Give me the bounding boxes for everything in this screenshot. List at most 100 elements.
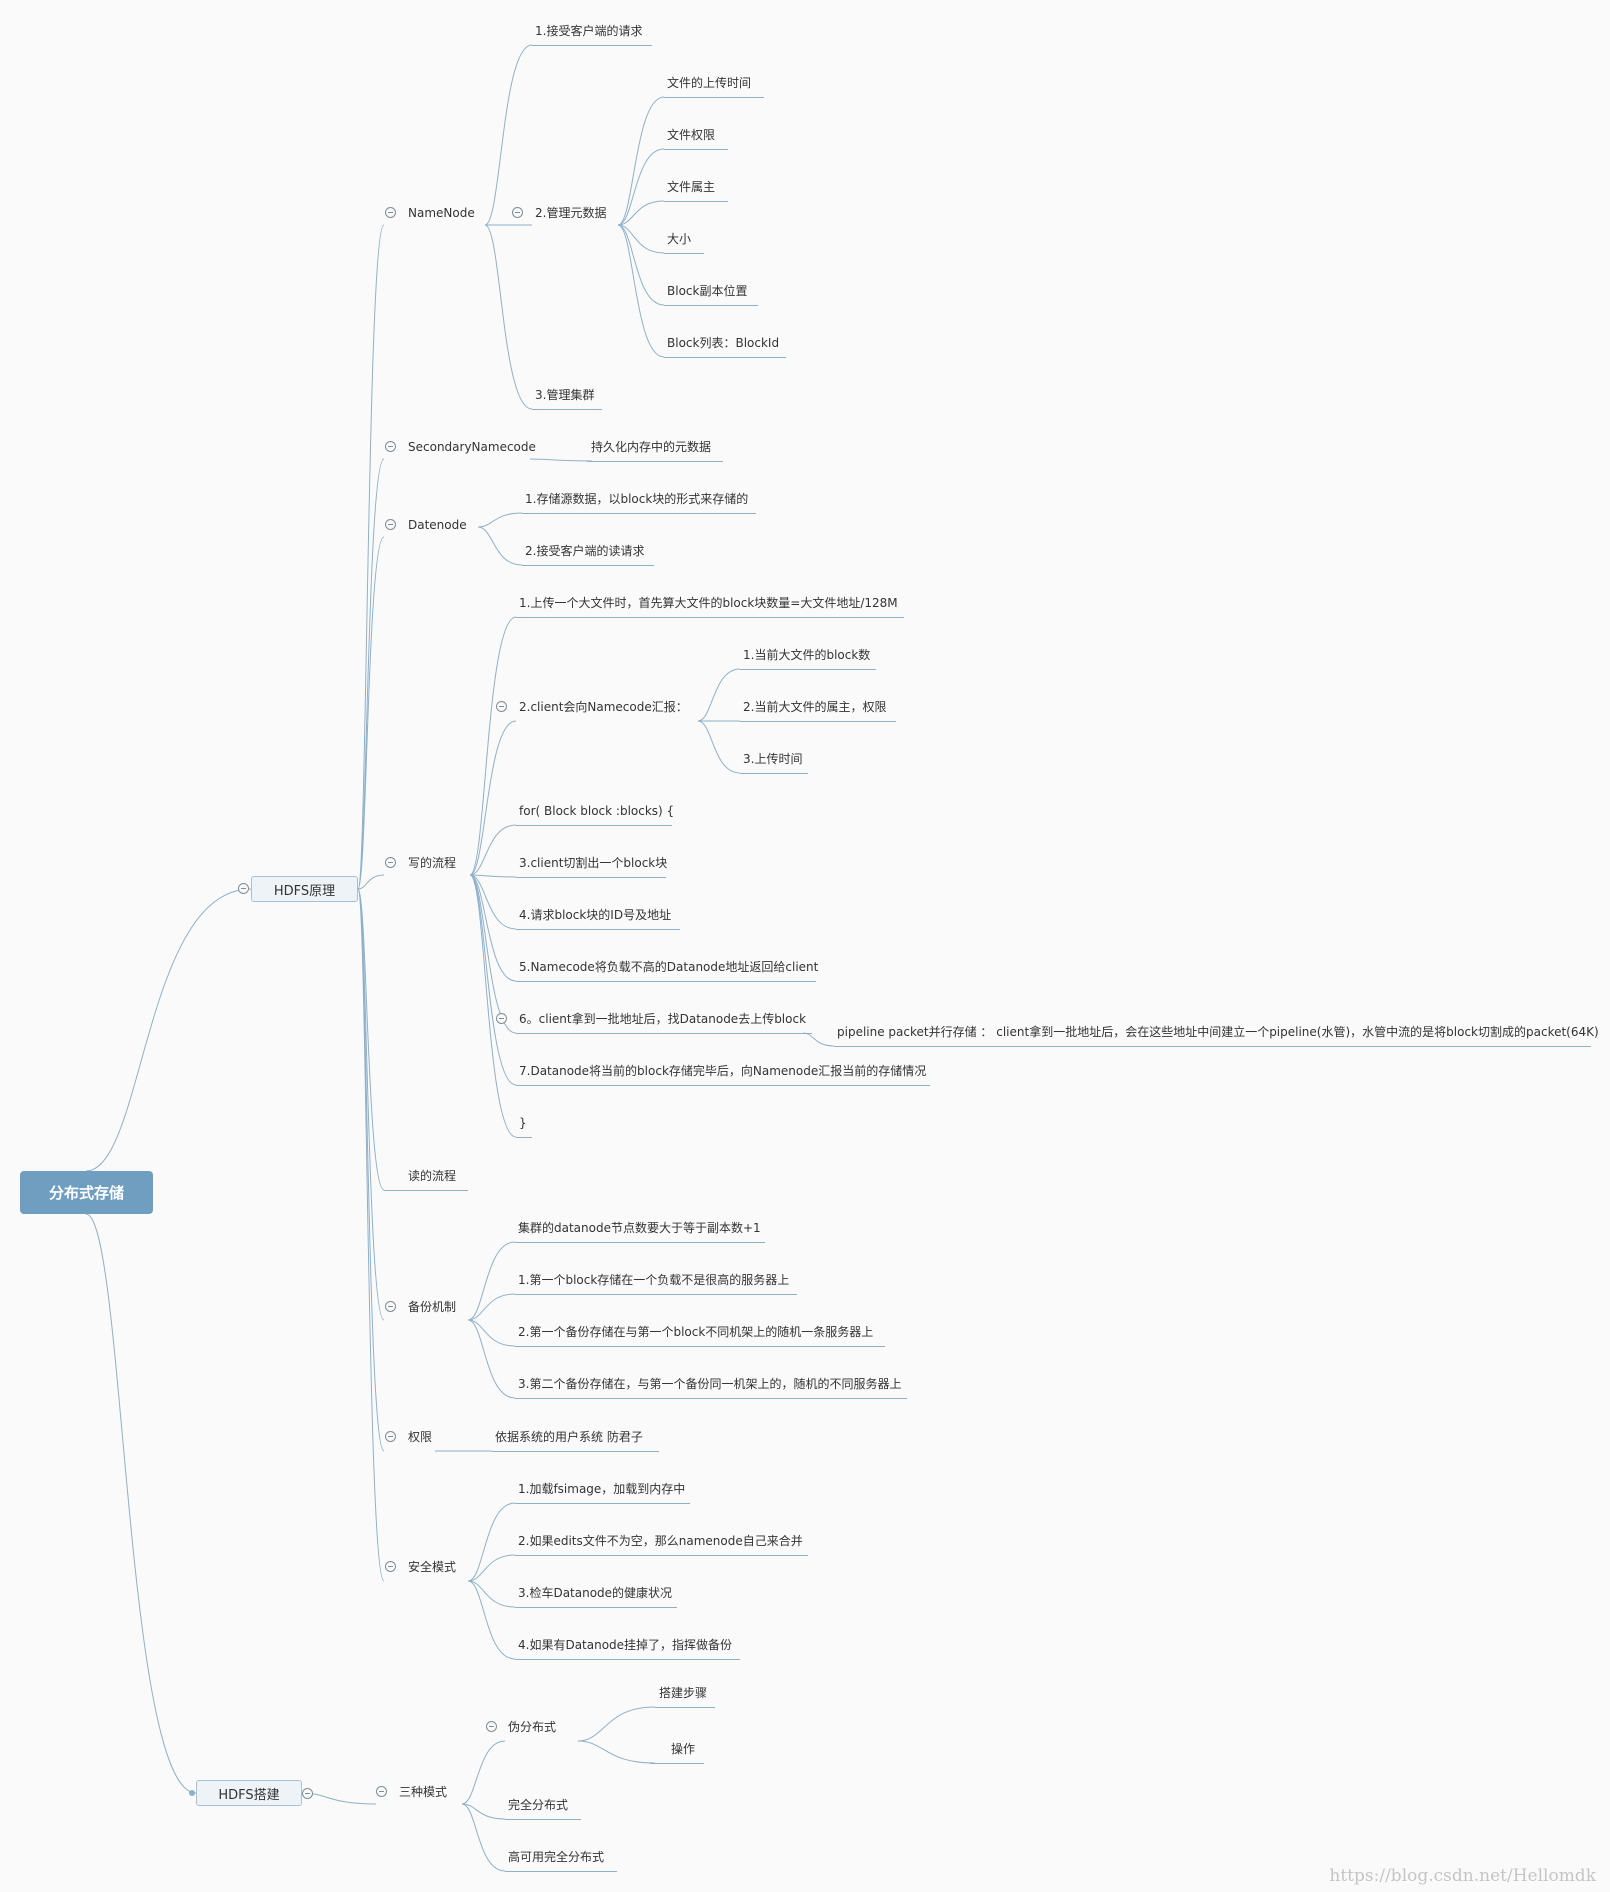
underline [516,825,672,826]
node-write-step[interactable]: for( Block block :blocks) { [519,804,675,818]
node-write-step[interactable]: } [519,1116,527,1130]
node-full-distributed[interactable]: 完全分布式 [508,1798,569,1812]
node-pseudo-item[interactable]: 搭建步骤 [659,1686,708,1700]
underline [532,409,602,410]
collapse-toggle-icon[interactable] [486,1721,497,1732]
collapse-toggle-icon[interactable] [385,1561,396,1572]
connector-line [529,458,593,462]
underline [384,1190,468,1191]
underline [516,929,680,930]
watermark: https://blog.csdn.net/Hellomdk [1329,1866,1596,1886]
node-safe-item[interactable]: 3.检车Datanode的健康状况 [518,1586,673,1600]
collapse-toggle-icon[interactable] [238,883,249,894]
node-secondary-child[interactable]: 持久化内存中的元数据 [591,440,712,454]
node-write-report-item[interactable]: 3.上传时间 [743,752,803,766]
node-write-step[interactable]: 4.请求block块的ID号及地址 [519,908,672,922]
node-write-step[interactable]: 2.client会向Namecode汇报： [519,700,688,714]
node-three-modes[interactable]: 三种模式 [399,1785,448,1799]
collapse-toggle-icon[interactable] [385,207,396,218]
connector-line [469,874,517,1034]
node-backup-item[interactable]: 3.第二个备份存储在，与第一个备份同一机架上的，随机的不同服务器上 [518,1377,902,1391]
node-safe-mode[interactable]: 安全模式 [408,1560,457,1574]
collapse-toggle-icon[interactable] [385,519,396,530]
node-pseudo-distributed[interactable]: 伪分布式 [508,1720,557,1734]
node-hdfs-build[interactable]: HDFS搭建 [196,1780,302,1806]
underline [834,1046,1591,1047]
node-ha-distributed[interactable]: 高可用完全分布式 [508,1850,605,1864]
node-write-flow[interactable]: 写的流程 [408,856,457,870]
underline [522,565,654,566]
node-meta-item[interactable]: Block副本位置 [667,284,748,298]
node-permission-child[interactable]: 依据系统的用户系统 防君子 [495,1430,643,1444]
connector-line [802,1032,835,1047]
connector-line [357,536,385,890]
connector-line [85,888,252,1172]
node-datenode[interactable]: Datenode [408,518,467,532]
collapse-toggle-icon[interactable] [496,701,507,712]
connector-line [484,44,533,226]
collapse-toggle-icon[interactable] [385,857,396,868]
node-write-step[interactable]: 3.client切割出一个block块 [519,856,668,870]
connector-line [477,526,523,566]
connector-line [577,1740,656,1764]
connector-line [357,224,385,890]
node-datanode-item[interactable]: 1.存储源数据，以block块的形式来存储的 [525,492,749,506]
node-meta-item[interactable]: 文件的上传时间 [667,76,752,90]
node-permission[interactable]: 权限 [408,1430,433,1444]
node-safe-item[interactable]: 1.加载fsimage，加载到内存中 [518,1482,686,1496]
node-read-flow[interactable]: 读的流程 [408,1169,457,1183]
connector-line [357,888,385,1191]
connector-line [85,1213,197,1794]
node-secondary-namecode[interactable]: SecondaryNamecode [408,440,536,454]
node-safe-item[interactable]: 2.如果edits文件不为空，那么namenode自己来合并 [518,1534,803,1548]
node-datanode-item[interactable]: 2.接受客户端的读请求 [525,544,645,558]
underline [664,149,728,150]
node-namenode-receive[interactable]: 1.接受客户端的请求 [535,24,643,38]
connector-dot [189,1790,195,1796]
node-namenode-meta[interactable]: 2.管理元数据 [535,206,607,220]
collapse-toggle-icon[interactable] [376,1786,387,1797]
underline [740,773,808,774]
node-safe-item[interactable]: 4.如果有Datanode挂掉了，指挥做备份 [518,1638,733,1652]
underline [515,1398,907,1399]
node-backup[interactable]: 备份机制 [408,1300,457,1314]
node-backup-item[interactable]: 1.第一个block存储在一个负载不是很高的服务器上 [518,1273,790,1287]
node-backup-item[interactable]: 集群的datanode节点数要大于等于副本数+1 [518,1221,761,1235]
node-write-step[interactable]: 6。client拿到一批地址后，找Datanode去上传block [519,1012,807,1026]
underline [492,1451,659,1452]
node-backup-item[interactable]: 2.第一个备份存储在与第一个block不同机架上的随机一条服务器上 [518,1325,874,1339]
connector-line [301,1792,377,1805]
underline [505,1871,617,1872]
connector-line [467,1241,516,1321]
node-write-report-item[interactable]: 1.当前大文件的block数 [743,648,871,662]
node-write-pipeline[interactable]: pipeline packet并行存储 ： client拿到一批地址后，会在这些… [837,1025,1599,1039]
node-hdfs-principle[interactable]: HDFS原理 [251,876,358,902]
node-write-step[interactable]: 7.Datanode将当前的block存储完毕后，向Namenode汇报当前的存… [519,1064,927,1078]
connector-line [469,874,517,1138]
collapse-toggle-icon[interactable] [302,1788,313,1799]
connector-line [469,874,517,878]
collapse-toggle-icon[interactable] [512,207,523,218]
node-write-report-item[interactable]: 2.当前大文件的属主，权限 [743,700,887,714]
connector-line [697,668,741,722]
node-meta-item[interactable]: 大小 [667,232,692,246]
collapse-toggle-icon[interactable] [385,441,396,452]
connector-line [467,1319,516,1347]
root-node[interactable]: 分布式存储 [20,1171,153,1214]
underline [655,1707,715,1708]
node-pseudo-item[interactable]: 操作 [671,1742,696,1756]
node-write-step[interactable]: 1.上传一个大文件时，首先算大文件的block块数量=大文件地址/128M [519,596,898,610]
node-meta-item[interactable]: Block列表：BlockId [667,336,780,350]
node-namenode-cluster[interactable]: 3.管理集群 [535,388,595,402]
node-namenode[interactable]: NameNode [408,206,475,220]
collapse-toggle-icon[interactable] [385,1431,396,1442]
connector-line [617,96,665,226]
collapse-toggle-icon[interactable] [496,1013,507,1024]
node-meta-item[interactable]: 文件属主 [667,180,716,194]
node-meta-item[interactable]: 文件权限 [667,128,716,142]
collapse-toggle-icon[interactable] [385,1301,396,1312]
underline [650,1763,704,1764]
node-write-step[interactable]: 5.Namecode将负载不高的Datanode地址返回给client [519,960,819,974]
